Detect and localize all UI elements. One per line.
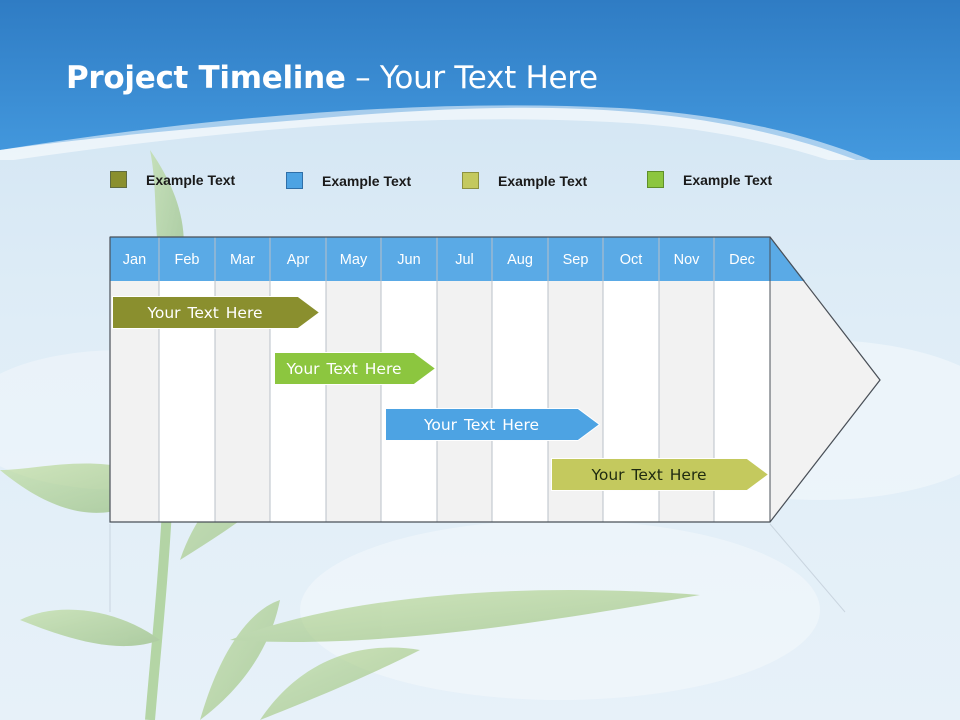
month-label: Dec bbox=[729, 252, 755, 268]
task-bar-shape bbox=[551, 458, 770, 491]
month-column bbox=[381, 281, 437, 522]
task-bar[interactable]: Your Text Here bbox=[112, 296, 321, 329]
task-bar[interactable]: Your Text Here bbox=[274, 352, 437, 385]
month-label: Aug bbox=[507, 252, 533, 268]
timeline-reflection bbox=[109, 523, 846, 613]
month-label: Jul bbox=[455, 252, 474, 268]
page-title: Project Timeline – Your Text Here bbox=[66, 60, 598, 96]
task-bar-label: Your Text Here bbox=[423, 415, 540, 434]
month-header-band bbox=[110, 237, 805, 281]
month-label: Feb bbox=[175, 252, 200, 268]
title-rest: – Your Text Here bbox=[345, 60, 598, 96]
month-label: Sep bbox=[563, 252, 589, 268]
month-label: Jun bbox=[397, 252, 420, 268]
task-bar-shape bbox=[385, 408, 601, 441]
month-label: Jan bbox=[123, 252, 146, 268]
month-column bbox=[492, 281, 548, 522]
month-column bbox=[437, 281, 492, 522]
task-bar-label: Your Text Here bbox=[147, 303, 263, 322]
month-label: Mar bbox=[230, 252, 255, 268]
month-label: Oct bbox=[620, 252, 643, 268]
month-column bbox=[326, 281, 381, 522]
title-bold: Project Timeline bbox=[66, 60, 346, 96]
month-label: May bbox=[340, 252, 368, 268]
task-bar-label: Your Text Here bbox=[286, 359, 402, 378]
month-label: Nov bbox=[674, 252, 701, 268]
task-bar-shape bbox=[274, 352, 437, 385]
task-bar-shape bbox=[112, 296, 321, 329]
task-bar[interactable]: Your Text Here bbox=[385, 408, 601, 441]
timeline-arrow-head bbox=[770, 281, 880, 522]
task-bar-label: Your Text Here bbox=[591, 465, 707, 484]
header-wave bbox=[0, 0, 960, 160]
task-bar[interactable]: Your Text Here bbox=[551, 458, 770, 491]
month-label: Apr bbox=[287, 252, 310, 268]
title-header: Project Timeline – Your Text Here bbox=[0, 0, 960, 160]
